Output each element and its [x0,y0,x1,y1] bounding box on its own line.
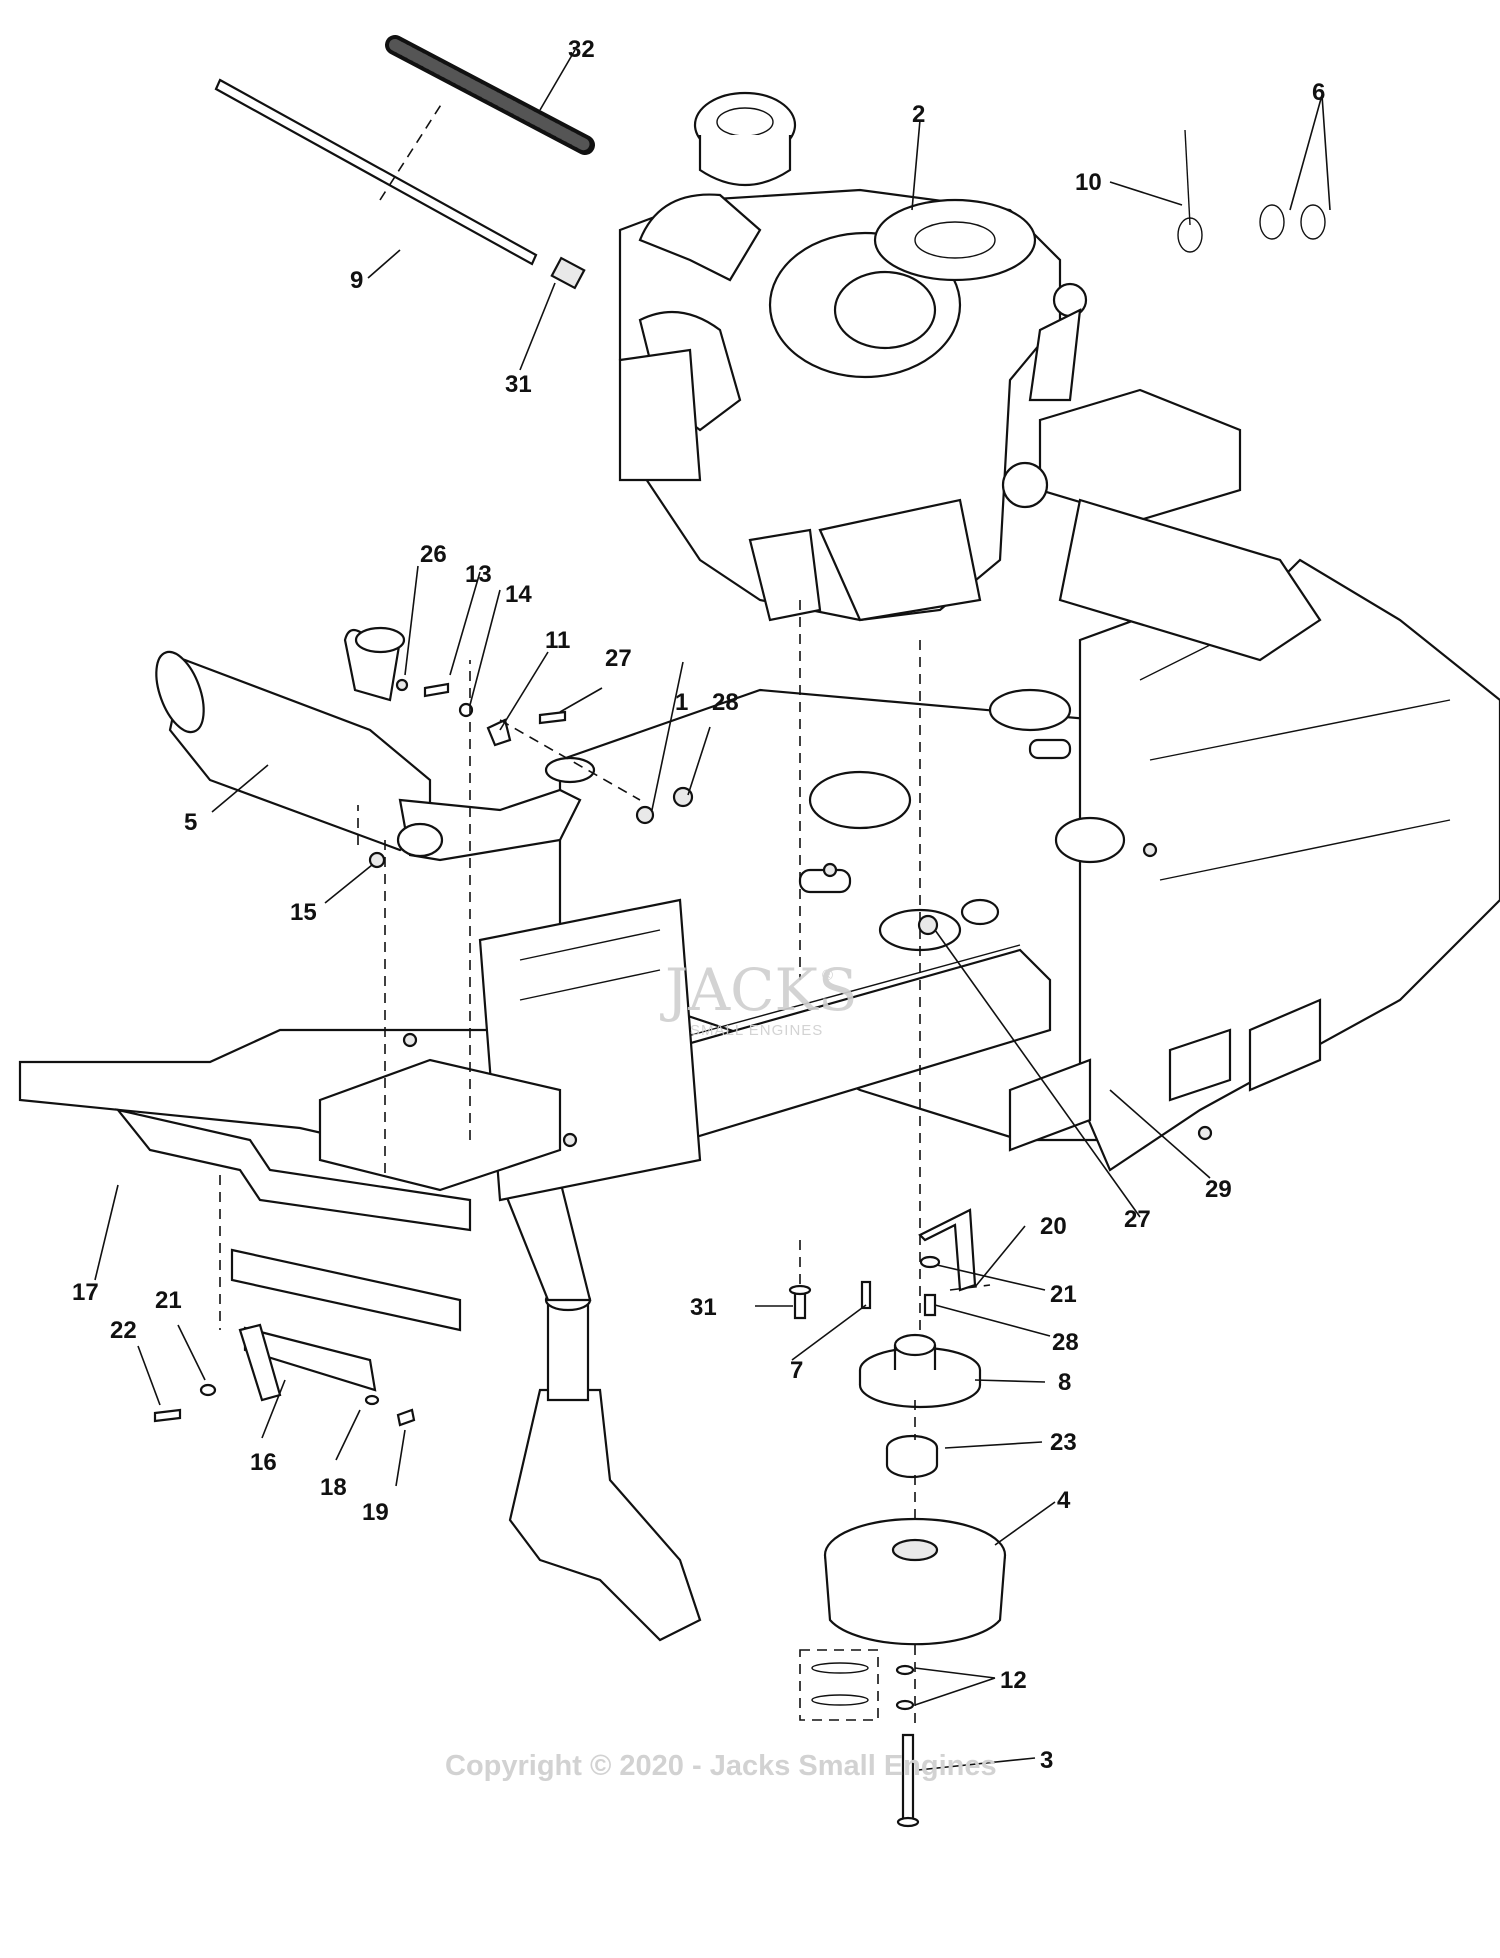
callout-23: 23 [1050,1429,1077,1456]
callout-26: 29 [1205,1176,1232,1203]
callout-29: 28 [712,689,739,716]
watermark-tagline: SMALL ENGINES [690,1022,823,1039]
callout-15: 15 [290,899,317,926]
mower-frame [18,388,1500,1642]
callout-2: 2 [912,101,925,128]
callout-32: 32 [568,36,595,63]
callout-22: 22 [110,1317,137,1344]
small-parts [115,35,1326,1828]
assembly-guide-lines [219,99,991,1730]
copyright-text: Copyright © 2020 - Jacks Small Engines [445,1750,997,1782]
callout-18: 18 [320,1474,347,1501]
jacks-watermark: JACKS SMALL ENGINES ® [660,956,858,1039]
callout-24: 27 [1124,1206,1151,1233]
callout-31: 31 [505,371,532,398]
callout-4: 4 [1057,1487,1071,1514]
callout-25: 28 [1052,1329,1079,1356]
callout-20: 20 [1040,1213,1067,1240]
callout-27: 26 [420,541,447,568]
callout-5: 5 [184,809,197,836]
callout-16: 16 [250,1449,277,1476]
callout-13: 13 [465,561,492,588]
callout-28: 27 [605,645,632,672]
engine [618,91,1088,622]
callout-6: 6 [1312,79,1325,106]
callout-leaders [94,49,1331,1771]
callout-3: 3 [1040,1747,1053,1774]
callout-21-right: 21 [1050,1281,1077,1308]
callout-8: 8 [1058,1369,1071,1396]
callout-21-left: 21 [155,1287,182,1314]
callout-17: 17 [72,1279,99,1306]
callout-9: 9 [350,267,363,294]
muffler [155,626,596,862]
callout-19: 19 [362,1499,389,1526]
callout-11: 11 [545,627,570,654]
callout-1: 1 [675,689,688,716]
callout-labels: 32 2 6 10 9 31 26 13 14 11 27 1 28 5 15 … [72,36,1325,1774]
callout-12: 12 [1000,1667,1027,1694]
watermark-brand: JACKS [660,956,858,1024]
callout-30: 31 [690,1294,717,1321]
callout-7: 7 [790,1357,803,1384]
callout-14: 14 [505,581,532,608]
watermark-registered: ® [822,967,834,984]
callout-10: 10 [1075,169,1102,196]
